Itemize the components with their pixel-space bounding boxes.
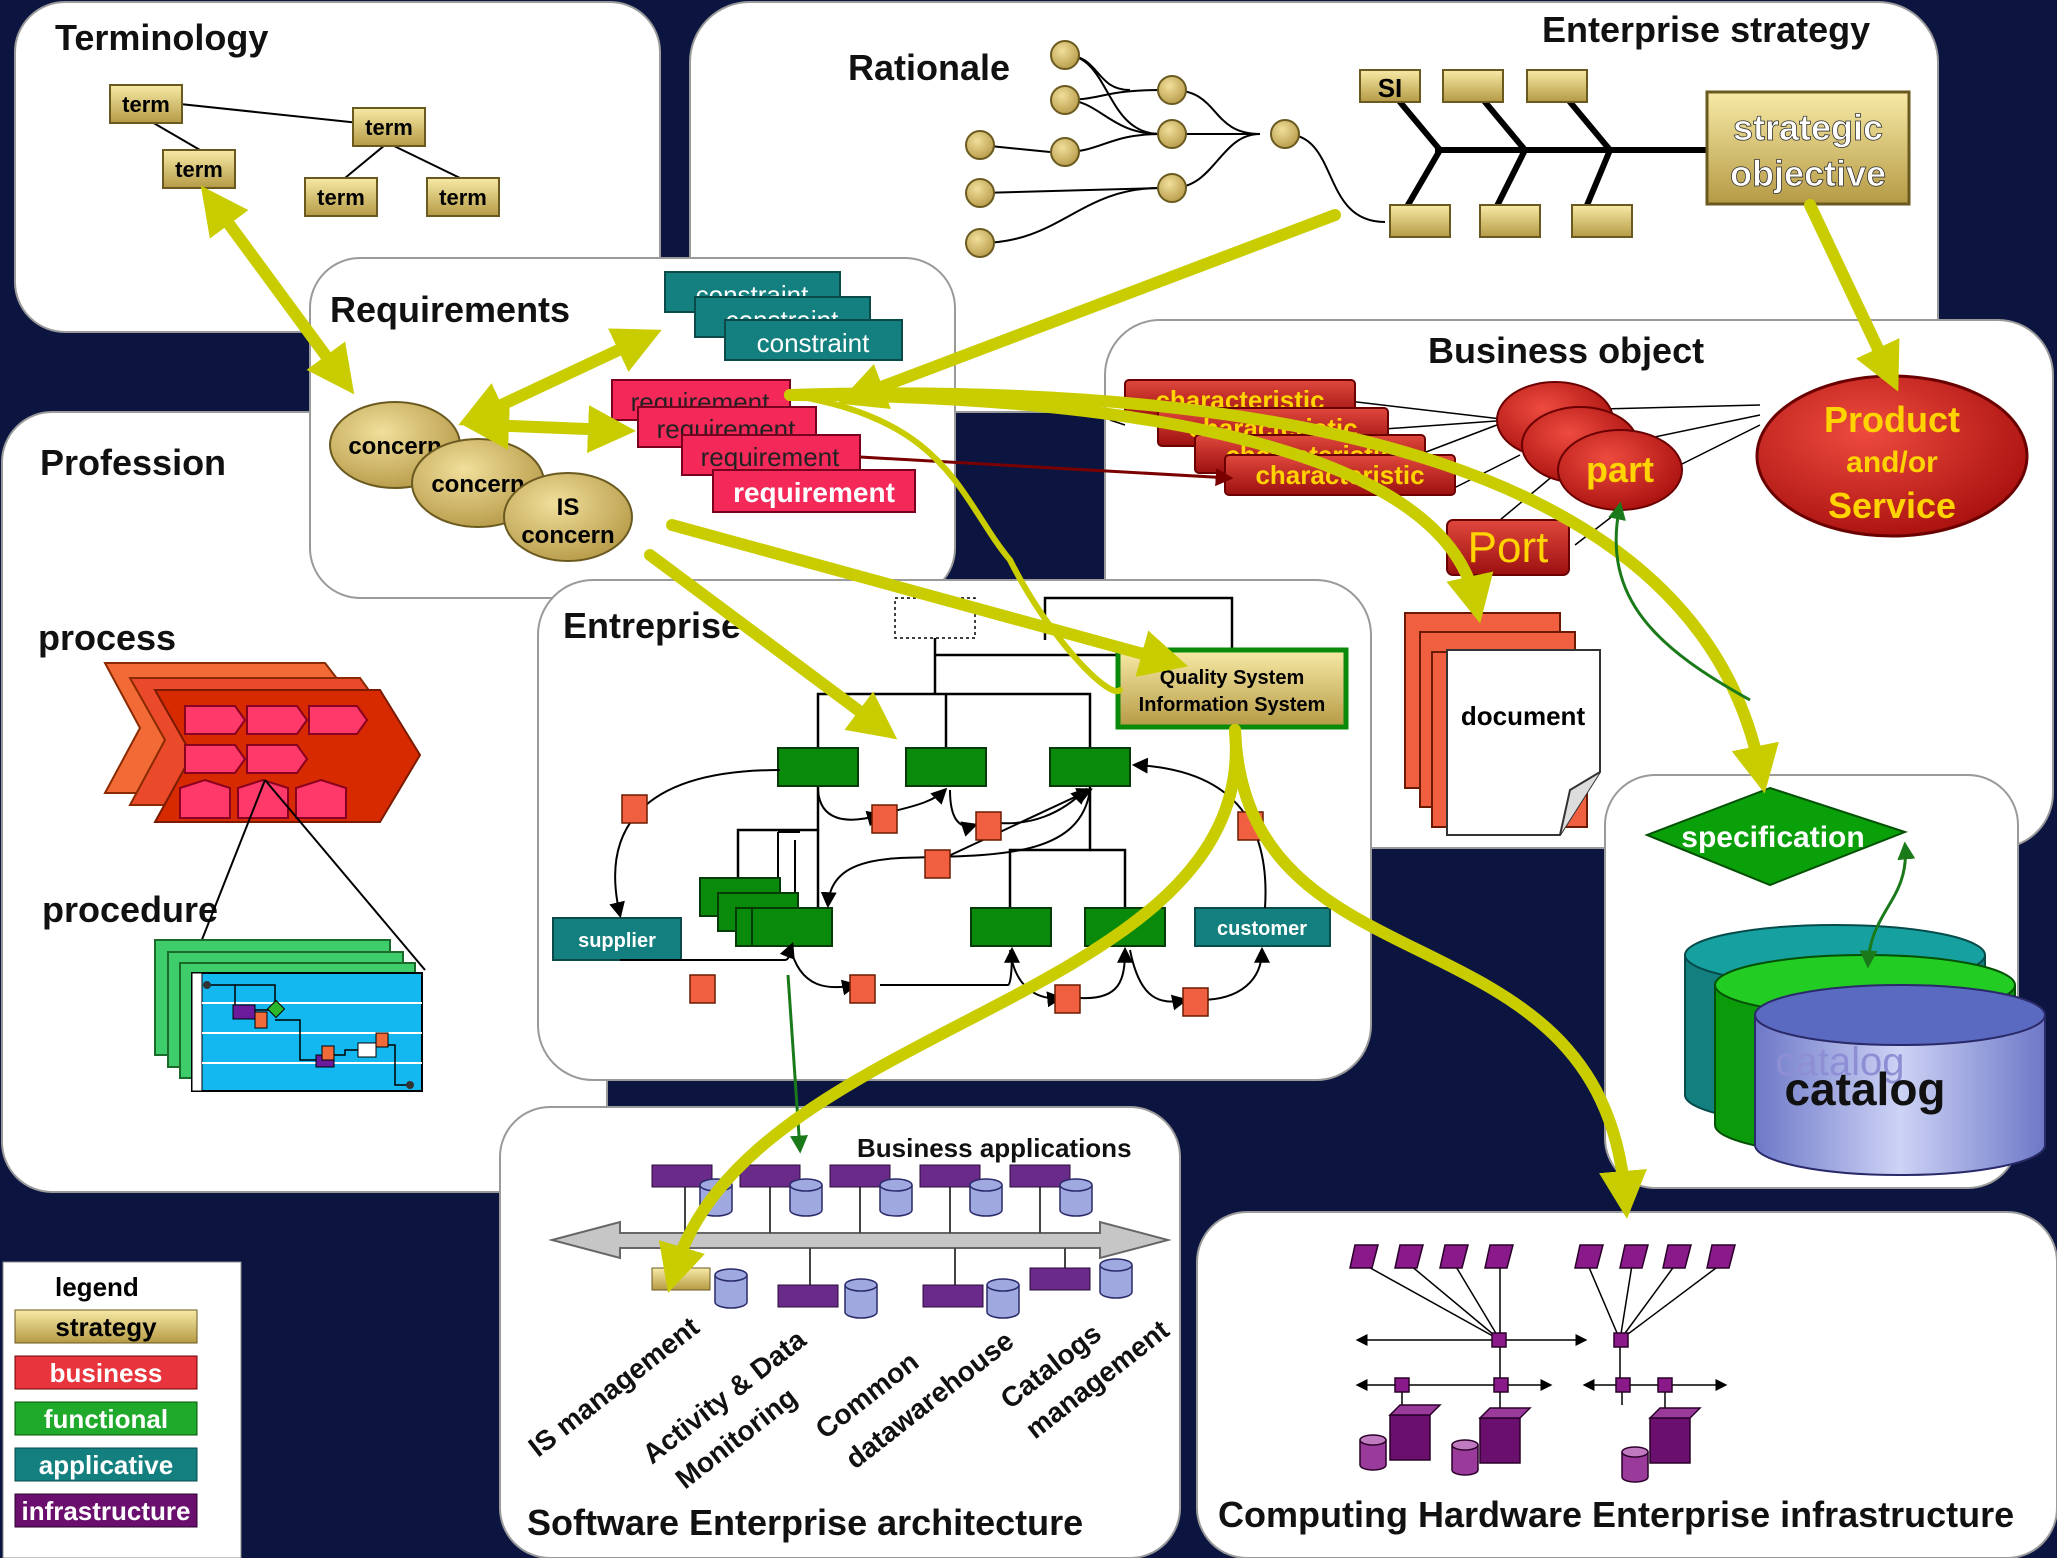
constraint-stack: constraint constraint constraint xyxy=(664,271,903,361)
svg-text:requirement: requirement xyxy=(733,477,895,508)
process-chevrons xyxy=(103,662,422,823)
svg-text:term: term xyxy=(175,157,223,182)
svg-text:applicative: applicative xyxy=(39,1450,173,1480)
procedure-stack xyxy=(154,939,423,1092)
terminology-title: Terminology xyxy=(55,17,268,58)
strategic-objective: strategic objective xyxy=(1705,90,1911,206)
term-node: term xyxy=(352,107,426,147)
svg-text:catalog: catalog xyxy=(1776,1040,1905,1084)
catalog-cylinders: catalog catalog xyxy=(1684,924,2046,1176)
customer-box: customer xyxy=(1194,907,1331,947)
svg-text:term: term xyxy=(365,115,413,140)
functional-boxes xyxy=(699,747,1166,947)
hardware-title: Computing Hardware Enterprise infrastruc… xyxy=(1218,1494,2014,1535)
software-title: Software Enterprise architecture xyxy=(527,1502,1083,1543)
specification-diamond: specification xyxy=(1644,786,1908,887)
rationale-content: Rationale xyxy=(848,40,1386,258)
legend-title: legend xyxy=(55,1272,139,1302)
strategy-box xyxy=(1389,204,1451,238)
profession-content: Profession process procedure xyxy=(38,442,426,1092)
svg-text:Service: Service xyxy=(1828,485,1956,526)
strategy-box xyxy=(1442,69,1504,103)
si-box: SI xyxy=(1359,69,1421,103)
svg-text:strategy: strategy xyxy=(55,1312,157,1342)
supplier-box: supplier xyxy=(552,917,682,961)
relationship-arrows xyxy=(200,185,1900,1293)
svg-text:Information System: Information System xyxy=(1139,694,1326,716)
svg-text:IS: IS xyxy=(557,494,580,521)
term-node: term xyxy=(162,149,236,189)
product-or-service: Product and/or Service xyxy=(1755,374,2029,538)
business-applications-label: Business applications xyxy=(857,1133,1132,1163)
strategy-box xyxy=(1571,204,1633,238)
legend-item-functional: functional xyxy=(14,1401,198,1436)
procedure-label: procedure xyxy=(42,889,218,930)
rationale-nodes xyxy=(965,40,1300,258)
process-label: process xyxy=(38,617,176,658)
svg-text:part: part xyxy=(1586,449,1654,490)
requirement-stack: requirement requirement requirement requ… xyxy=(611,379,916,513)
svg-text:term: term xyxy=(439,185,487,210)
svg-text:Product: Product xyxy=(1824,399,1960,440)
legend-item-infrastructure: infrastructure xyxy=(14,1493,198,1528)
green-link xyxy=(1608,501,1751,702)
svg-text:functional: functional xyxy=(44,1404,168,1434)
svg-text:concern: concern xyxy=(431,471,524,498)
svg-text:term: term xyxy=(122,92,170,117)
term-node: term xyxy=(109,84,183,124)
port: Port xyxy=(1446,519,1570,576)
legend: legend strategy business functional appl… xyxy=(2,1261,242,1558)
strategy-content: Enterprise strategy SI strategic objecti… xyxy=(1359,9,1911,238)
svg-text:supplier: supplier xyxy=(578,930,656,952)
rationale-title: Rationale xyxy=(848,47,1010,88)
svg-text:requirement: requirement xyxy=(701,442,841,472)
profession-title: Profession xyxy=(40,442,226,483)
software-panel xyxy=(499,1106,1181,1558)
svg-text:Quality System: Quality System xyxy=(1160,667,1305,689)
term-node: term xyxy=(304,177,378,217)
svg-text:specification: specification xyxy=(1681,821,1864,854)
concern-group: concern concern IS concern xyxy=(329,401,633,562)
svg-text:SI: SI xyxy=(1378,73,1403,103)
svg-text:document: document xyxy=(1461,701,1586,731)
entreprise-title: Entreprise xyxy=(563,605,741,646)
legend-item-strategy: strategy xyxy=(14,1309,198,1344)
business-object-title: Business object xyxy=(1428,330,1704,371)
svg-text:infrastructure: infrastructure xyxy=(21,1496,190,1526)
svg-text:catalog: catalog xyxy=(1784,1063,1945,1115)
document-stack: document xyxy=(1404,612,1601,836)
strategy-box xyxy=(1479,204,1541,238)
svg-text:constraint: constraint xyxy=(757,328,870,358)
catalog-content: specification catalog catalog xyxy=(1644,786,2046,1176)
svg-text:business: business xyxy=(50,1358,163,1388)
legend-item-business: business xyxy=(14,1355,198,1390)
term-node: term xyxy=(426,177,500,217)
bus-arrow xyxy=(548,1220,1172,1260)
svg-text:Port: Port xyxy=(1468,523,1549,572)
svg-text:strategic: strategic xyxy=(1733,107,1883,148)
hardware-content: Computing Hardware Enterprise infrastruc… xyxy=(1218,1244,2014,1535)
strategy-box xyxy=(1526,69,1588,103)
requirements-title: Requirements xyxy=(330,289,570,330)
legend-item-applicative: applicative xyxy=(14,1447,198,1482)
part-stack: part xyxy=(1496,381,1683,511)
svg-text:concern: concern xyxy=(521,522,614,549)
svg-text:customer: customer xyxy=(1217,918,1307,940)
svg-text:and/or: and/or xyxy=(1846,446,1938,479)
svg-text:term: term xyxy=(317,185,365,210)
servers xyxy=(1359,1404,1702,1483)
workstations xyxy=(1349,1244,1736,1393)
business-object-content: Business object characteristic character… xyxy=(1109,330,2029,836)
svg-text:objective: objective xyxy=(1730,153,1886,194)
strategy-title: Enterprise strategy xyxy=(1542,9,1870,50)
requirements-content: Requirements constraint constraint const… xyxy=(329,271,1234,562)
